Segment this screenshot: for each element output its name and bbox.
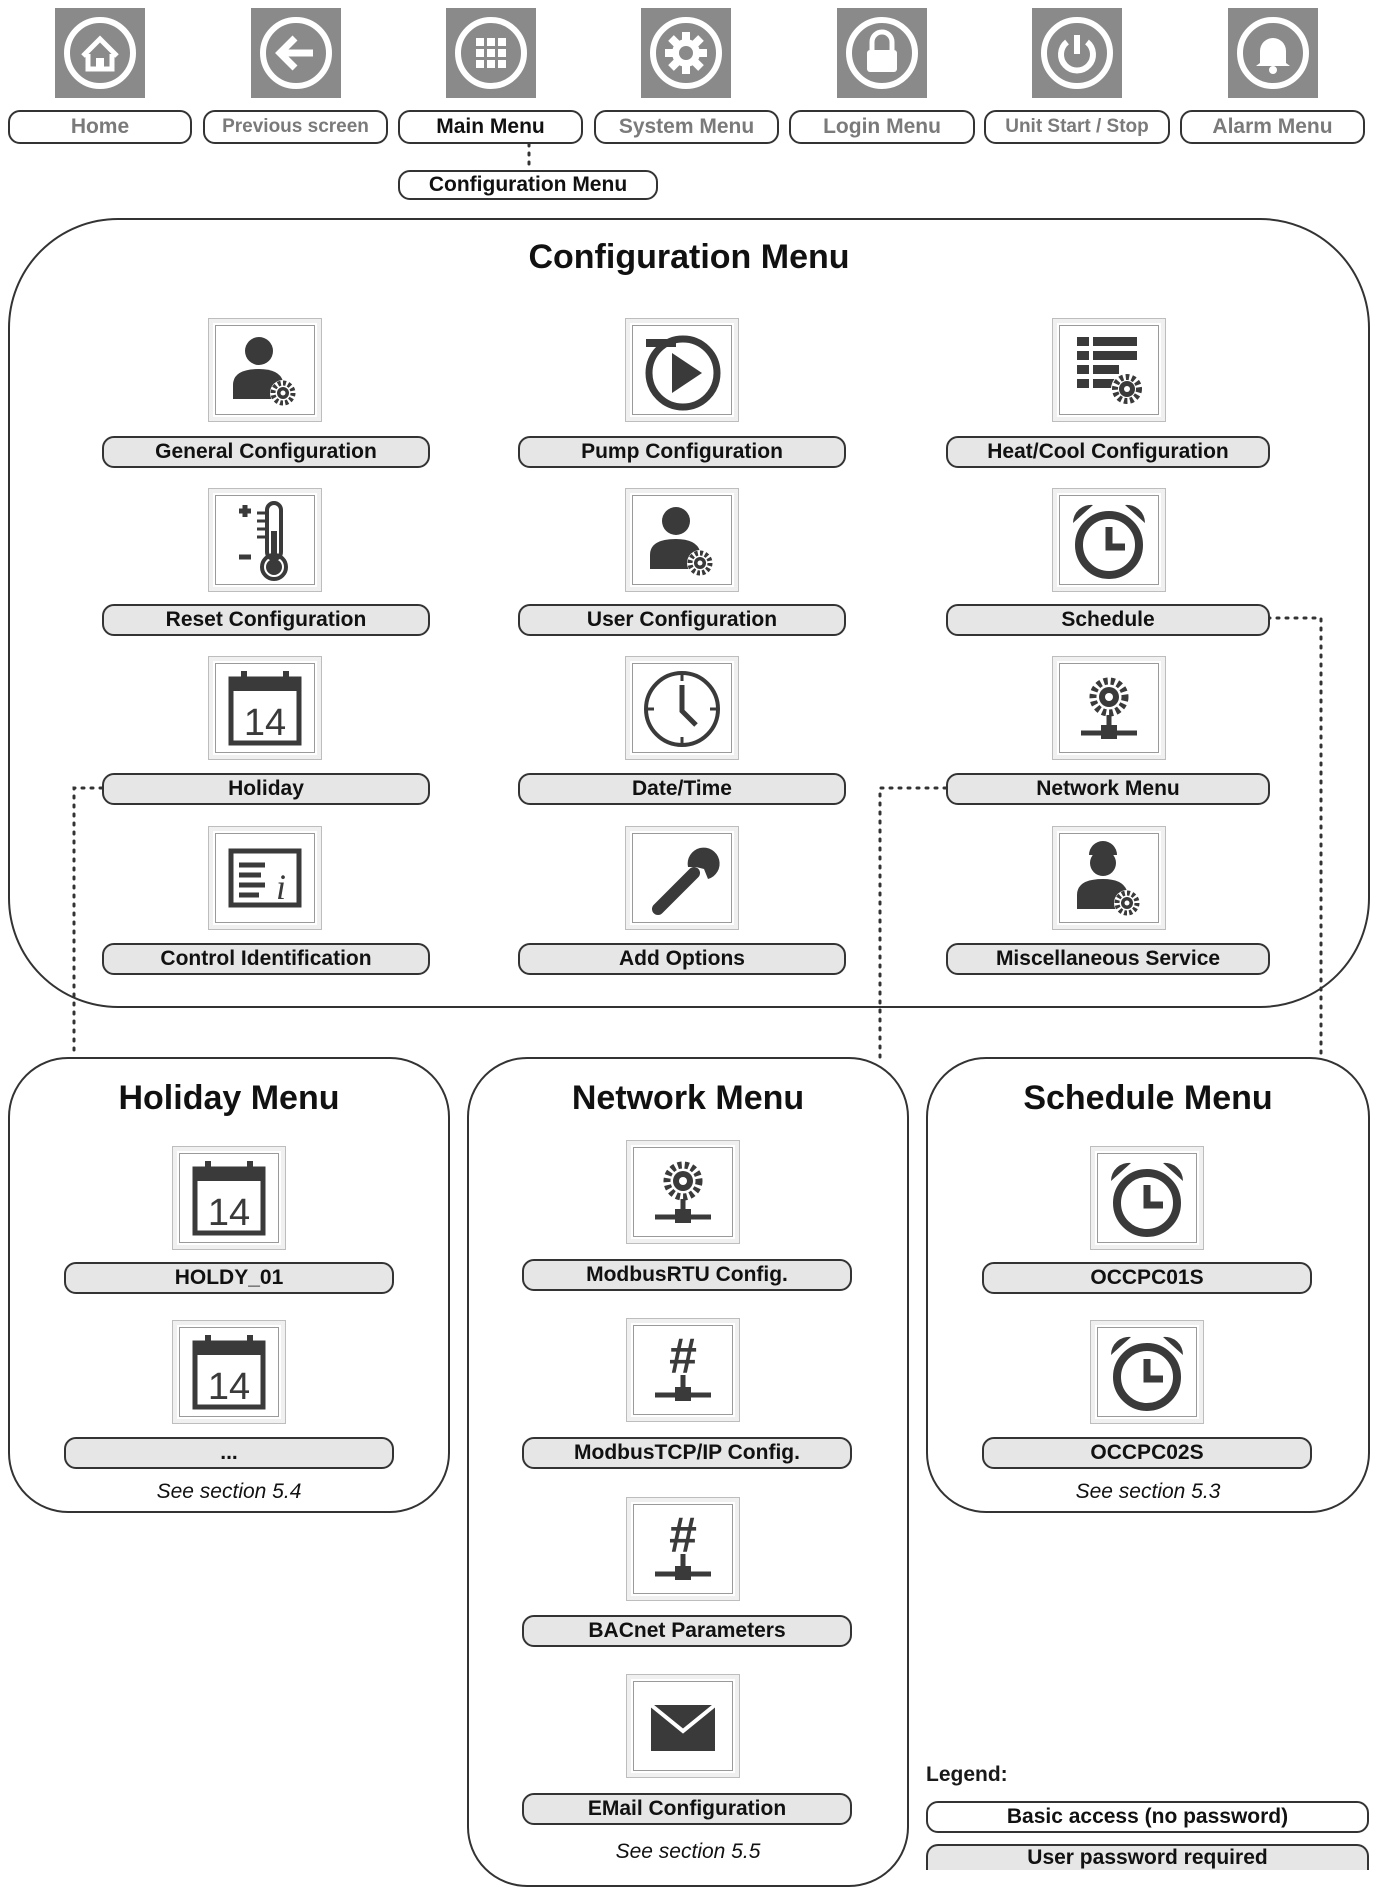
email-configuration-button[interactable]: EMail Configuration — [522, 1793, 852, 1825]
power-icon[interactable] — [1032, 8, 1122, 98]
holiday-menu-panel — [8, 1057, 450, 1513]
home-button[interactable]: Home — [8, 110, 192, 144]
pump-configuration-button[interactable]: Pump Configuration — [518, 436, 846, 468]
modbus-rtu-config-button[interactable]: ModbusRTU Config. — [522, 1259, 852, 1291]
miscellaneous-service-tile[interactable] — [1052, 826, 1166, 930]
calendar-14-icon: 14 — [192, 1161, 266, 1236]
system-menu-button[interactable]: System Menu — [594, 110, 779, 144]
wrench-icon — [652, 847, 720, 915]
configuration-menu-title: Configuration Menu — [528, 238, 850, 276]
holiday-see-section-note: See section 5.4 — [156, 1480, 302, 1503]
network-hash-icon: # — [655, 1328, 711, 1401]
svg-text:#: # — [669, 1328, 697, 1384]
service-user-icon — [1077, 841, 1140, 916]
occpc01s-button[interactable]: OCCPC01S — [982, 1262, 1312, 1294]
info-card-icon: i — [228, 848, 302, 908]
bacnet-parameters-button[interactable]: BACnet Parameters — [522, 1615, 852, 1647]
holiday-menu-title: Holiday Menu — [118, 1079, 340, 1117]
lock-icon[interactable] — [837, 8, 927, 98]
back-arrow-icon[interactable] — [251, 8, 341, 98]
reset-configuration-button[interactable]: Reset Configuration — [102, 604, 430, 636]
alarm-menu-button[interactable]: Alarm Menu — [1180, 110, 1365, 144]
breadcrumb-configuration-menu: Configuration Menu — [398, 170, 658, 200]
configuration-menu-panel — [8, 218, 1370, 1008]
holiday-more-tile[interactable]: 14 — [172, 1320, 286, 1424]
general-configuration-button[interactable]: General Configuration — [102, 436, 430, 468]
network-gear-icon — [1081, 677, 1137, 739]
schedule-connector — [1266, 616, 1323, 1059]
holdy-01-tile[interactable]: 14 — [172, 1146, 286, 1250]
pump-play-icon — [645, 335, 721, 411]
home-icon[interactable] — [55, 8, 145, 98]
user-configuration-tile[interactable] — [625, 488, 739, 592]
add-options-tile[interactable] — [625, 826, 739, 930]
legend-user-password: User password required — [926, 1844, 1369, 1870]
network-menu-title: Network Menu — [571, 1079, 805, 1117]
network-gear-icon — [655, 1161, 711, 1223]
unit-start-stop-button[interactable]: Unit Start / Stop — [984, 110, 1170, 144]
alarm-clock-icon — [1072, 504, 1146, 579]
previous-screen-button[interactable]: Previous screen — [203, 110, 388, 144]
occpc01s-tile[interactable] — [1090, 1146, 1204, 1250]
main-menu-button[interactable]: Main Menu — [398, 110, 583, 144]
network-hash-icon: # — [655, 1507, 711, 1580]
svg-text:i: i — [276, 867, 286, 907]
clock-icon — [644, 671, 720, 747]
alarm-clock-icon — [1110, 1336, 1184, 1411]
control-identification-tile[interactable]: i — [208, 826, 322, 930]
network-menu-tile[interactable] — [1052, 656, 1166, 760]
envelope-icon — [649, 1703, 717, 1751]
user-gear-icon — [650, 507, 713, 576]
calendar-14-icon: 14 — [228, 671, 302, 746]
heat-cool-configuration-button[interactable]: Heat/Cool Configuration — [946, 436, 1270, 468]
holiday-more-button[interactable]: ... — [64, 1437, 394, 1469]
holiday-tile[interactable]: 14 — [208, 656, 322, 760]
occpc02s-button[interactable]: OCCPC02S — [982, 1437, 1312, 1469]
alarm-clock-icon — [1110, 1162, 1184, 1237]
schedule-tile[interactable] — [1052, 488, 1166, 592]
miscellaneous-service-button[interactable]: Miscellaneous Service — [946, 943, 1270, 975]
svg-text:14: 14 — [244, 702, 286, 744]
holdy-01-button[interactable]: HOLDY_01 — [64, 1262, 394, 1294]
holiday-button[interactable]: Holiday — [102, 773, 430, 805]
user-configuration-button[interactable]: User Configuration — [518, 604, 846, 636]
date-time-tile[interactable] — [625, 656, 739, 760]
user-gear-icon — [233, 337, 296, 406]
grid-icon[interactable] — [446, 8, 536, 98]
heat-cool-configuration-tile[interactable] — [1052, 318, 1166, 422]
modbus-tcp-ip-config-button[interactable]: ModbusTCP/IP Config. — [522, 1437, 852, 1469]
schedule-button[interactable]: Schedule — [946, 604, 1270, 636]
schedule-menu-panel — [926, 1057, 1370, 1513]
network-connector — [878, 786, 948, 1063]
legend-title: Legend: — [926, 1763, 1008, 1786]
login-menu-button[interactable]: Login Menu — [789, 110, 975, 144]
schedule-see-section-note: See section 5.3 — [1075, 1480, 1221, 1503]
date-time-button[interactable]: Date/Time — [518, 773, 846, 805]
schedule-menu-title: Schedule Menu — [1023, 1079, 1273, 1117]
modbus-rtu-tile[interactable] — [626, 1140, 740, 1244]
calendar-14-icon: 14 — [192, 1335, 266, 1410]
email-tile[interactable] — [626, 1674, 740, 1778]
network-see-section-note: See section 5.5 — [615, 1840, 761, 1863]
list-gear-icon — [1077, 337, 1143, 405]
gear-icon[interactable] — [641, 8, 731, 98]
pump-configuration-tile[interactable] — [625, 318, 739, 422]
svg-text:14: 14 — [208, 1192, 250, 1234]
thermometer-icon — [239, 501, 288, 581]
control-identification-button[interactable]: Control Identification — [102, 943, 430, 975]
bacnet-tile[interactable]: # — [626, 1497, 740, 1601]
modbus-tcp-ip-tile[interactable]: # — [626, 1318, 740, 1422]
svg-text:14: 14 — [208, 1366, 250, 1408]
add-options-button[interactable]: Add Options — [518, 943, 846, 975]
reset-configuration-tile[interactable] — [208, 488, 322, 592]
occpc02s-tile[interactable] — [1090, 1320, 1204, 1424]
general-configuration-tile[interactable] — [208, 318, 322, 422]
legend-basic-access: Basic access (no password) — [926, 1801, 1369, 1833]
bell-icon[interactable] — [1228, 8, 1318, 98]
svg-text:#: # — [669, 1507, 697, 1563]
network-menu-button[interactable]: Network Menu — [946, 773, 1270, 805]
